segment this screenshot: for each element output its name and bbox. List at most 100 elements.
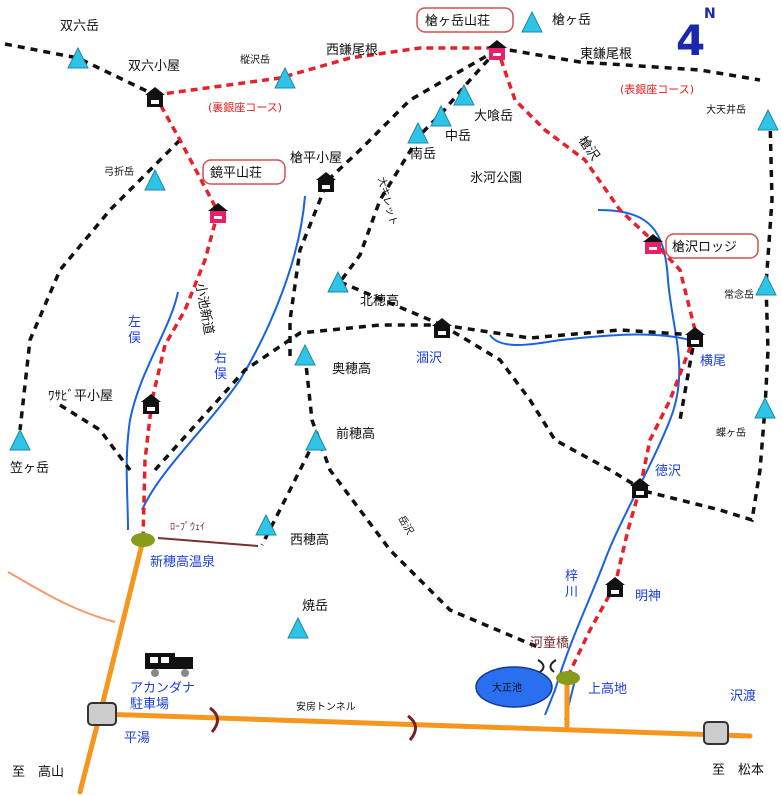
label-okuho: 奥穂高 [332, 361, 371, 377]
label-shinhotaka: 新穂高温泉 [150, 554, 215, 570]
label-kitaho: 北穂高 [360, 293, 399, 309]
peak-kasa-icon [9, 429, 31, 451]
trail-yumiori-kasa [18, 138, 182, 431]
label-wasabi-goya: ﾜｻﾋﾞ平小屋 [48, 389, 113, 404]
peak-oobami-icon [453, 84, 475, 106]
hidarimata-river [125, 291, 179, 531]
label-hyoga-koen: 氷河公園 [470, 171, 522, 186]
label-otenshou: 大天井岳 [706, 103, 746, 116]
label-chushajo: 駐車場 [130, 697, 169, 712]
label-ropeway: ﾛｰﾌﾟｳｪｲ [170, 521, 205, 533]
label-yarisawa-lodge: 槍沢ロッジ [672, 240, 737, 255]
label-to-matsumoto: 至 松本 [712, 763, 764, 778]
label-oobami: 大喰岳 [474, 108, 513, 124]
label-chougatake: 蝶ヶ岳 [716, 426, 746, 439]
hut-yokoo-icon [685, 327, 705, 347]
north-arrow: 4 N [676, 6, 716, 65]
migimata-river [141, 195, 306, 511]
label-dakesawa: 岳沢 [395, 513, 416, 537]
kappabashi-icon [537, 659, 557, 673]
label-taisho-ike: 大正池 [492, 681, 522, 694]
coast-line [7, 571, 116, 623]
label-sugoroku-goya: 双六小屋 [128, 59, 180, 74]
recommended-route [141, 46, 697, 679]
trail-karasawa-tokusawa [441, 323, 641, 490]
label-kamikochi: 上高地 [588, 681, 627, 697]
label-yumiori: 弓折岳 [104, 165, 134, 178]
hut-yarigatake-icon [487, 40, 507, 60]
label-naka: 中岳 [445, 129, 471, 144]
peak-okuho-icon [294, 344, 316, 366]
sawando-junction [703, 721, 729, 745]
label-sawando: 沢渡 [730, 688, 756, 704]
label-sugoroku: 双六岳 [60, 19, 99, 34]
taisho-ike-pond [475, 666, 553, 708]
peak-naka-icon [430, 105, 452, 127]
hut-kagami-icon [208, 203, 228, 223]
yarisawa-river [544, 209, 681, 716]
label-daikiretto: 大キレット [375, 175, 400, 227]
label-abo-tunnel: 安房トンネル [296, 700, 356, 713]
label-ura-ginza: (裏銀座コース) [208, 100, 282, 114]
hut-sugoroku-icon [145, 87, 165, 107]
trail-sugoroku-west [4, 42, 156, 97]
bus-icon [145, 653, 193, 677]
peak-yake-icon [287, 617, 309, 639]
trail-otenshou-south [639, 117, 774, 523]
label-nishiho: 西穂高 [290, 532, 329, 548]
tunnel-marks [209, 706, 417, 741]
hut-tokusawa-icon [630, 478, 650, 498]
trail-wasabi-kasa [59, 403, 132, 472]
label-higashi-kamaone: 東鎌尾根 [580, 46, 632, 62]
label-omote-ginza: (表銀座コース) [620, 82, 694, 96]
label-yarigatake-sanso: 槍ヶ岳山荘 [425, 14, 490, 29]
shinhotaka-marker [131, 533, 155, 547]
label-migimata: 右俣 [214, 351, 227, 382]
label-akandana: アカンダナ [130, 681, 195, 696]
label-karasawa: 涸沢 [416, 351, 442, 366]
label-kasa: 笠ヶ岳 [10, 461, 49, 476]
roads [77, 537, 753, 795]
label-minami: 南岳 [410, 146, 436, 162]
trails [4, 42, 774, 650]
peak-jonen-icon [755, 274, 777, 296]
ropeway-line [157, 537, 259, 547]
peak-minami-icon [407, 122, 429, 144]
hut-yarisawa-icon [643, 234, 663, 254]
peak-otenshou-icon [757, 109, 779, 131]
label-kusu: 樅沢岳 [240, 53, 270, 66]
hut-karasawa-icon [432, 318, 452, 338]
label-yake: 焼岳 [302, 599, 328, 614]
peak-yari-icon [521, 11, 543, 33]
label-hidarimata: 左俣 [128, 315, 141, 346]
hirayu-junction [87, 702, 117, 726]
road-abo [97, 711, 753, 739]
peak-chougatake-icon [754, 397, 776, 419]
label-kappabashi: 河童橋 [530, 635, 569, 651]
label-myojin: 明神 [635, 589, 661, 604]
trail-yokoo-myojin [678, 334, 697, 421]
label-tokusawa: 徳沢 [655, 464, 681, 479]
karasawa-river [489, 333, 691, 346]
rivers [125, 195, 691, 721]
label-azusa-gawa: 梓川 [565, 569, 578, 600]
label-yaridaira-goya: 槍平小屋 [290, 151, 342, 166]
north-label: N [704, 6, 716, 22]
trail-okuho-dakesawa [303, 354, 541, 650]
peaks [9, 11, 779, 639]
kamikochi-marker [556, 671, 580, 685]
label-maeho: 前穂高 [336, 426, 375, 442]
hut-wasabi-icon [141, 394, 161, 414]
trail-migi-yaridaira [153, 323, 442, 472]
huts [141, 40, 705, 597]
trail-kitaho-karasawa [339, 280, 443, 327]
trail-karasawa-yokoo [441, 323, 696, 340]
label-hirayu: 平湯 [124, 731, 150, 746]
label-nishi-kamaone: 西鎌尾根 [326, 43, 378, 58]
label-koike-shindo: 小池新道 [192, 282, 217, 336]
trail-yari-tokamaone [496, 46, 761, 82]
label-jonen: 常念岳 [724, 288, 754, 301]
north-mark: 4 [676, 16, 705, 65]
road-takayama [77, 711, 103, 795]
